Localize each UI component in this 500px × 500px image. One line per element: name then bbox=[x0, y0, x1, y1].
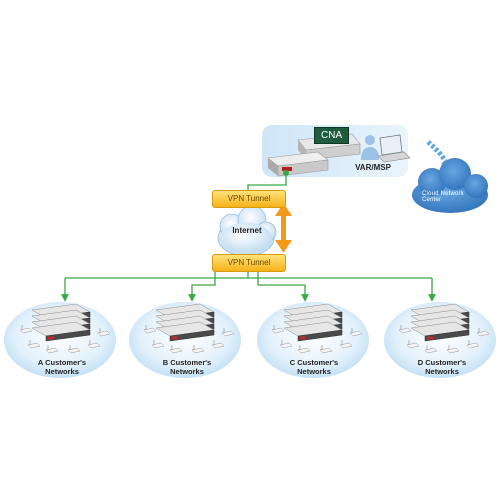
cloud-network-center-icon bbox=[412, 158, 488, 213]
customer-c-line1: C Customer's bbox=[289, 358, 339, 367]
customer-a-line1: A Customer's bbox=[37, 358, 87, 367]
customer-a-label: A Customer's Networks bbox=[30, 358, 94, 376]
vpn-gateway-router-icon bbox=[267, 151, 329, 177]
customer-d-line1: D Customer's bbox=[417, 358, 467, 367]
vpn-tunnel-top-label: VPN Tunnel bbox=[227, 194, 271, 203]
cloud-sync-arrow bbox=[426, 140, 449, 164]
cna-label: CNA bbox=[321, 130, 343, 141]
customer-c-line2: Networks bbox=[297, 367, 331, 376]
customer-device-stacks bbox=[19, 303, 490, 354]
internet-label: Internet bbox=[232, 226, 262, 235]
device-stack-a-icon bbox=[19, 303, 111, 354]
device-stack-d-icon bbox=[398, 303, 490, 354]
cloud-network-center-label: Cloud Network Center bbox=[422, 191, 464, 203]
laptop-icon bbox=[377, 134, 411, 163]
var-msp-label: VAR/MSP bbox=[355, 163, 391, 172]
customer-d-label: D Customer's Networks bbox=[410, 358, 474, 376]
customer-b-line2: Networks bbox=[170, 367, 204, 376]
customer-a-line2: Networks bbox=[45, 367, 79, 376]
customer-links bbox=[61, 270, 436, 302]
link-router-to-tunnel bbox=[247, 173, 287, 190]
vpn-tunnel-bottom-label: VPN Tunnel bbox=[227, 258, 271, 267]
customer-c-label: C Customer's Networks bbox=[282, 358, 346, 376]
device-stack-c-icon bbox=[271, 303, 363, 354]
customer-b-line1: B Customer's bbox=[162, 358, 212, 367]
vpn-tunnel-top: VPN Tunnel bbox=[212, 190, 286, 208]
user-icon bbox=[361, 135, 379, 160]
device-stack-b-icon bbox=[143, 303, 235, 354]
bidirectional-arrow-icon bbox=[275, 203, 292, 253]
cna-badge: CNA bbox=[314, 127, 350, 144]
internet-cloud-icon bbox=[217, 205, 277, 257]
customer-d-line2: Networks bbox=[425, 367, 459, 376]
vpn-tunnel-bottom: VPN Tunnel bbox=[212, 254, 286, 272]
customer-b-label: B Customer's Networks bbox=[155, 358, 219, 376]
